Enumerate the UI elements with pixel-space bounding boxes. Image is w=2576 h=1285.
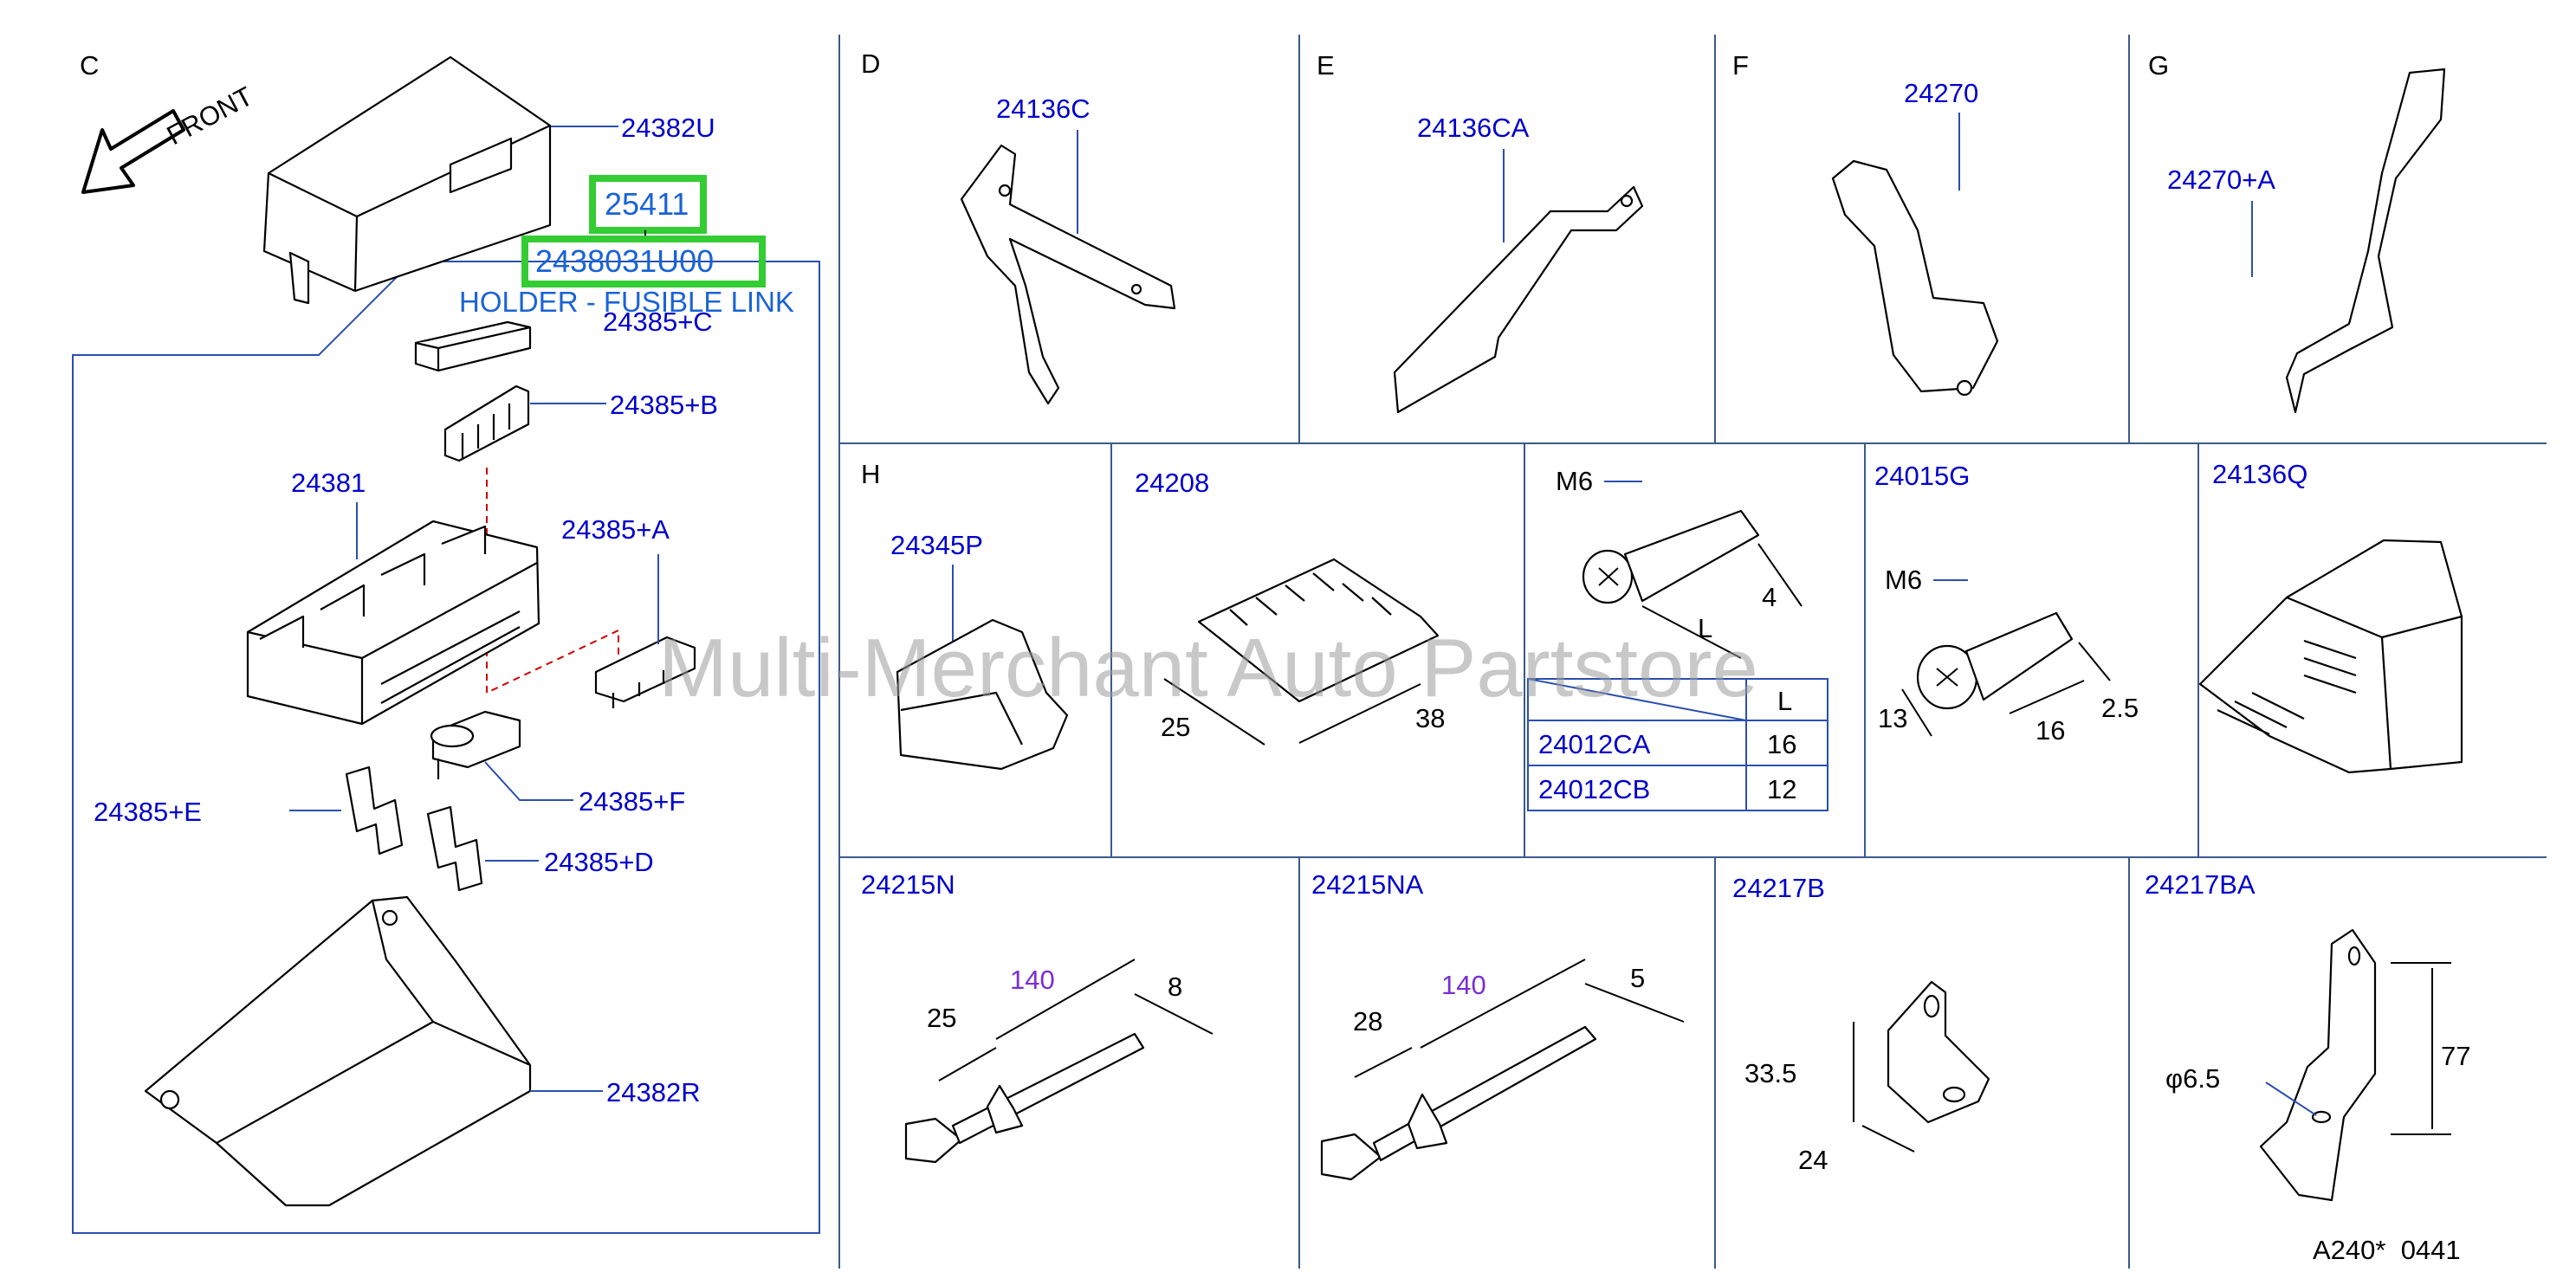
dim-tie1-25: 25 — [927, 1003, 956, 1033]
bolt-table-code: 24012CB — [1538, 774, 1650, 804]
dim-bolt2-13: 13 — [1878, 703, 1907, 733]
part-number-2438031U00[interactable]: 2438031U00 — [535, 243, 714, 279]
dim-bolt2-16: 16 — [2036, 715, 2065, 746]
clip-24270A — [2285, 68, 2446, 414]
label-24385E: 24385+E — [94, 797, 202, 827]
label-24136C: 24136C — [996, 94, 1091, 124]
holder-bracket — [144, 895, 532, 1207]
bolt-length-table: L 24012CA 16 24012CB 12 — [1527, 678, 1828, 811]
label-24385A: 24385+A — [561, 514, 670, 545]
section-c-letter: C — [80, 50, 99, 81]
cable-tie-24215N — [904, 1032, 1145, 1164]
watermark: Multi-Merchant Auto Partstore — [658, 622, 1758, 714]
bolt-table-value: 12 — [1767, 774, 1796, 804]
label-bolt-m6: M6 — [1556, 466, 1593, 496]
bolt-24015G — [1916, 611, 2074, 710]
clip-24345P — [896, 618, 1069, 771]
fusible-link-d — [426, 805, 483, 892]
panel-grid — [838, 35, 2547, 1269]
fusible-link-a — [594, 636, 696, 708]
label-24382U: 24382U — [621, 113, 715, 143]
clip-24270 — [1831, 159, 1999, 397]
label-bolt2-m6: M6 — [1885, 565, 1922, 595]
bolt-table-value: 16 — [1767, 729, 1796, 759]
label-24208: 24208 — [1135, 468, 1209, 498]
label-24136Q: 24136Q — [2212, 459, 2307, 489]
front-label: FRONT — [162, 81, 258, 151]
label-24270: 24270 — [1904, 78, 1978, 108]
dim-clip-25: 25 — [1161, 712, 1190, 742]
block-24136Q — [2198, 539, 2463, 774]
label-24382R: 24382R — [606, 1077, 701, 1107]
label-24136CA: 24136CA — [1417, 113, 1530, 143]
section-f-letter: F — [1732, 50, 1749, 81]
label-24215N: 24215N — [861, 869, 955, 900]
dim-bolt1-L: L — [1698, 613, 1712, 643]
section-d-letter: D — [861, 48, 880, 79]
fusible-link-e — [345, 765, 404, 856]
bolt-table-code: 24012CA — [1538, 729, 1651, 759]
label-24385C: 24385+C — [603, 307, 713, 337]
fuse-cover — [262, 55, 552, 305]
dim-br2-hole: φ6.5 — [2165, 1063, 2220, 1094]
label-24345P: 24345P — [890, 530, 983, 560]
dim-tie2-140: 140 — [1441, 970, 1486, 1000]
label-24270A: 24270+A — [2167, 165, 2275, 195]
bracket-24217BA — [2259, 928, 2377, 1202]
cable-tie-24215NA — [1320, 1025, 1597, 1181]
fusible-link-holder — [246, 520, 540, 726]
holder-description: HOLDER - FUSIBLE LINK — [459, 286, 794, 318]
fusible-link-b — [443, 384, 530, 462]
label-24015G: 24015G — [1874, 461, 1970, 491]
label-24217BA: 24217BA — [2145, 869, 2256, 900]
section-g-letter: G — [2148, 50, 2169, 81]
label-24215NA: 24215NA — [1311, 869, 1424, 900]
fusible-link-f — [430, 710, 521, 779]
clip-24208 — [1197, 558, 1440, 703]
bracket-24136C — [960, 144, 1176, 405]
bracket-24136CA — [1393, 185, 1644, 414]
bracket-24217B — [1887, 980, 1990, 1124]
label-24381: 24381 — [291, 468, 366, 498]
highlight-box-25411 — [589, 175, 707, 234]
label-24385D: 24385+D — [544, 847, 654, 877]
dim-tie2-5: 5 — [1630, 963, 1645, 993]
label-24385F: 24385+F — [579, 786, 685, 817]
label-24385B: 24385+B — [610, 390, 718, 420]
dim-tie2-28: 28 — [1353, 1006, 1382, 1036]
dim-bolt1-4: 4 — [1762, 582, 1777, 612]
bolt-m6-shoulder — [1582, 509, 1760, 604]
dim-br1-24: 24 — [1798, 1145, 1828, 1175]
dim-bolt2-2_5: 2.5 — [2101, 693, 2139, 723]
section-h-letter: H — [861, 459, 880, 489]
bolt-table-header: L — [1777, 686, 1792, 716]
section-e-letter: E — [1317, 50, 1335, 81]
dim-tie1-140: 140 — [1010, 965, 1055, 995]
dim-br1-33_5: 33.5 — [1744, 1058, 1796, 1088]
dim-br2-77: 77 — [2441, 1041, 2470, 1071]
dim-tie1-8: 8 — [1168, 972, 1182, 1002]
dim-clip-38: 38 — [1415, 703, 1445, 733]
label-24217B: 24217B — [1732, 873, 1825, 903]
fusible-link-c — [414, 320, 532, 372]
diagram-code: A240* 0441 — [2313, 1235, 2461, 1265]
front-arrow-icon — [81, 109, 185, 194]
code-25411[interactable]: 25411 — [605, 186, 689, 222]
highlight-box-part-number — [521, 236, 766, 287]
assembly-outline — [72, 261, 820, 1234]
